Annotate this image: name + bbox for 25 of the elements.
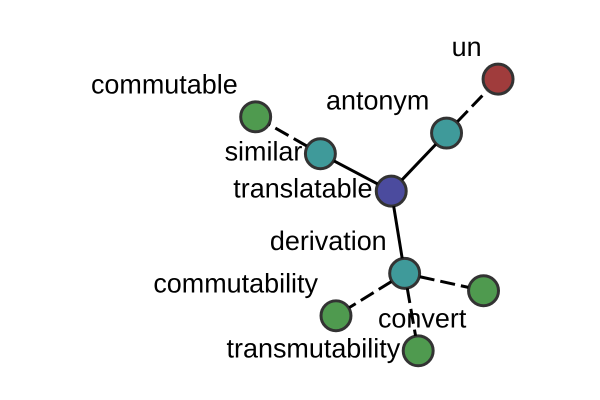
node-circle: [401, 334, 434, 368]
node-label: un: [451, 32, 482, 62]
node-label: convert: [377, 303, 466, 334]
node-label: transmutability: [226, 333, 400, 364]
connector: [419, 275, 468, 289]
node-label: derivation: [269, 226, 386, 256]
connector: [392, 206, 404, 259]
node-label: commutability: [152, 268, 318, 298]
node-label: antonym: [326, 86, 429, 116]
node-circle: [303, 137, 336, 170]
connector: [332, 160, 378, 186]
node-label: similar: [224, 136, 302, 166]
node-label: commutable: [90, 69, 238, 100]
node-circle: [481, 62, 514, 96]
node-circle: [238, 100, 272, 134]
node-circle: [388, 256, 421, 290]
node-circle: [374, 174, 408, 208]
node-circle: [466, 274, 500, 308]
node-circle: [319, 299, 352, 332]
connector: [405, 288, 417, 336]
node-circle: [430, 116, 463, 150]
connector: [400, 143, 436, 181]
connector: [268, 123, 307, 148]
connector: [348, 280, 392, 309]
node-label: translatable: [232, 174, 372, 204]
